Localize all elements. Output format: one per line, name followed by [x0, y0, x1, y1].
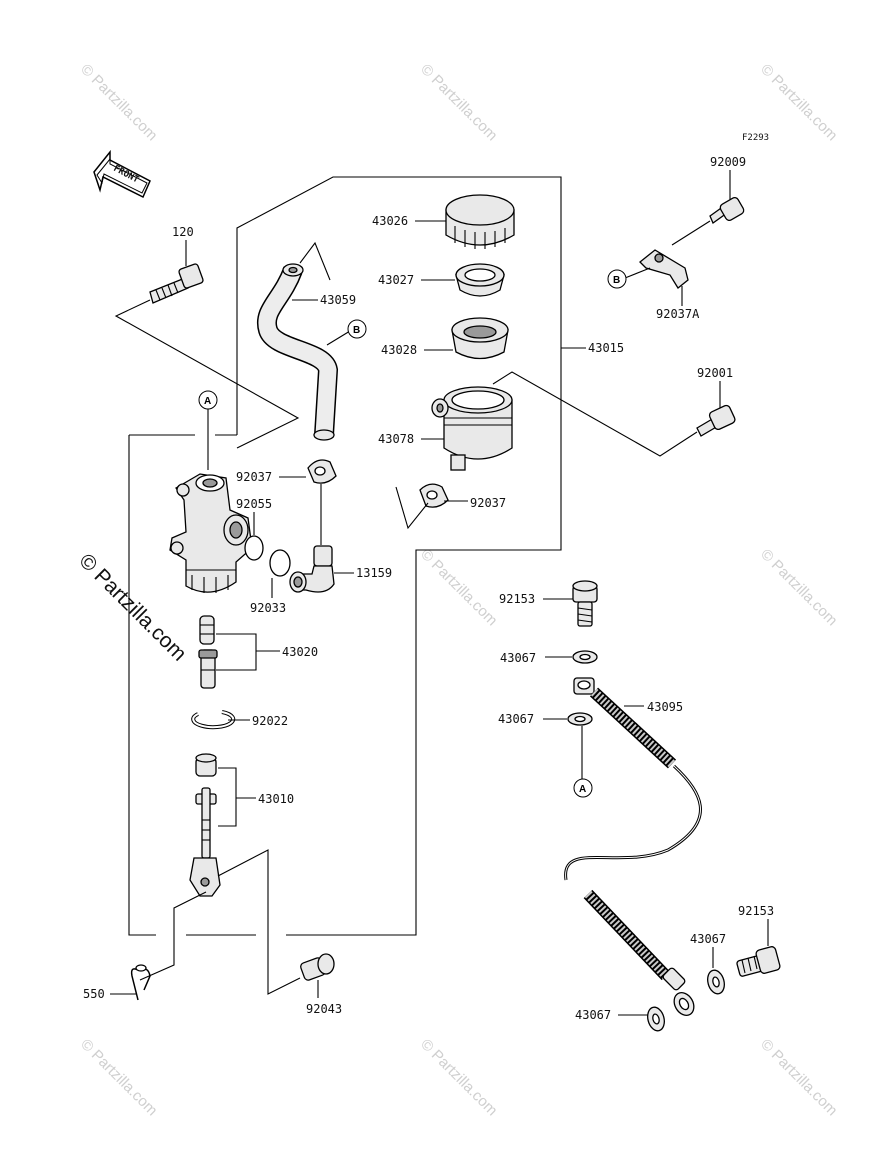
figure-code: F2293	[742, 133, 769, 143]
label-92153-bottom: 92153	[738, 904, 774, 918]
watermark: © Partzilla.com	[77, 61, 160, 144]
label-92037-left: 92037	[236, 470, 272, 484]
label-43010: 43010	[258, 792, 294, 806]
washer-43067-3	[707, 969, 725, 995]
label-120: 120	[172, 225, 194, 239]
hose-43059	[256, 263, 339, 441]
watermark: © Partzilla.com	[417, 61, 500, 144]
pin-92043	[300, 953, 335, 981]
brake-hose-43095	[564, 677, 702, 1016]
label-92037A: 92037A	[656, 307, 700, 321]
watermark: © Partzilla.com	[417, 1036, 500, 1119]
watermark-main: © Partzilla.com	[74, 549, 190, 665]
cap-43026	[445, 194, 515, 249]
label-92022: 92022	[252, 714, 288, 728]
plate-43027	[455, 263, 505, 297]
label-92009: 92009	[710, 155, 746, 169]
diaphragm-43028	[451, 317, 509, 360]
label-43067-4: 43067	[575, 1008, 611, 1022]
push-rod-43010	[189, 753, 221, 897]
assembly-outline	[128, 176, 562, 936]
callout-b-hose: B	[353, 325, 360, 336]
cotter-pin-550	[130, 964, 151, 1001]
banjo-bolt-92153-bottom	[736, 946, 781, 977]
reservoir-43078	[431, 386, 513, 471]
watermark: © Partzilla.com	[417, 546, 500, 629]
label-550: 550	[83, 987, 105, 1001]
banjo-bolt-92153-top	[572, 580, 598, 627]
watermark: © Partzilla.com	[757, 1036, 840, 1119]
watermark: © Partzilla.com	[757, 61, 840, 144]
watermark: © Partzilla.com	[77, 1036, 160, 1119]
callout-a-marker	[573, 778, 593, 798]
washer-43067-1	[572, 650, 598, 664]
label-92001: 92001	[697, 366, 733, 380]
clamp-92037A	[639, 249, 689, 289]
label-43095: 43095	[647, 700, 683, 714]
ring-92033	[269, 549, 291, 577]
label-43027: 43027	[378, 273, 414, 287]
clamp-92037-right	[419, 483, 449, 508]
label-92033: 92033	[250, 601, 286, 615]
callout-a-hose: A	[579, 784, 586, 795]
o-ring-92055	[244, 535, 264, 561]
label-43067-2: 43067	[498, 712, 534, 726]
washer-43067-2	[567, 712, 593, 726]
label-92043: 92043	[306, 1002, 342, 1016]
label-43059: 43059	[320, 293, 356, 307]
callout-b-marker	[347, 319, 367, 339]
label-43026: 43026	[372, 214, 408, 228]
master-cylinder-body	[169, 473, 253, 593]
piston-43020	[198, 615, 218, 689]
elbow-fitting-13159	[289, 545, 335, 593]
label-43067-1: 43067	[500, 651, 536, 665]
bolt-92009	[709, 197, 745, 224]
circlip-92022	[191, 710, 236, 730]
label-43078: 43078	[378, 432, 414, 446]
front-arrow-icon: FRONT	[93, 149, 151, 199]
watermark: © Partzilla.com	[757, 546, 840, 629]
label-92153-top: 92153	[499, 592, 535, 606]
label-43028: 43028	[381, 343, 417, 357]
label-43015: 43015	[588, 341, 624, 355]
callout-b-clamp: B	[613, 275, 620, 286]
label-92037-right: 92037	[470, 496, 506, 510]
label-43067-3: 43067	[690, 932, 726, 946]
label-43020: 43020	[282, 645, 318, 659]
callout-b-marker	[607, 269, 627, 289]
bolt-92001	[696, 404, 736, 437]
washer-43067-4	[647, 1006, 665, 1032]
label-13159: 13159	[356, 566, 392, 580]
clamp-92037-left	[307, 459, 337, 484]
bolt-120	[149, 263, 204, 304]
callout-a-master: A	[204, 396, 211, 407]
label-92055: 92055	[236, 497, 272, 511]
